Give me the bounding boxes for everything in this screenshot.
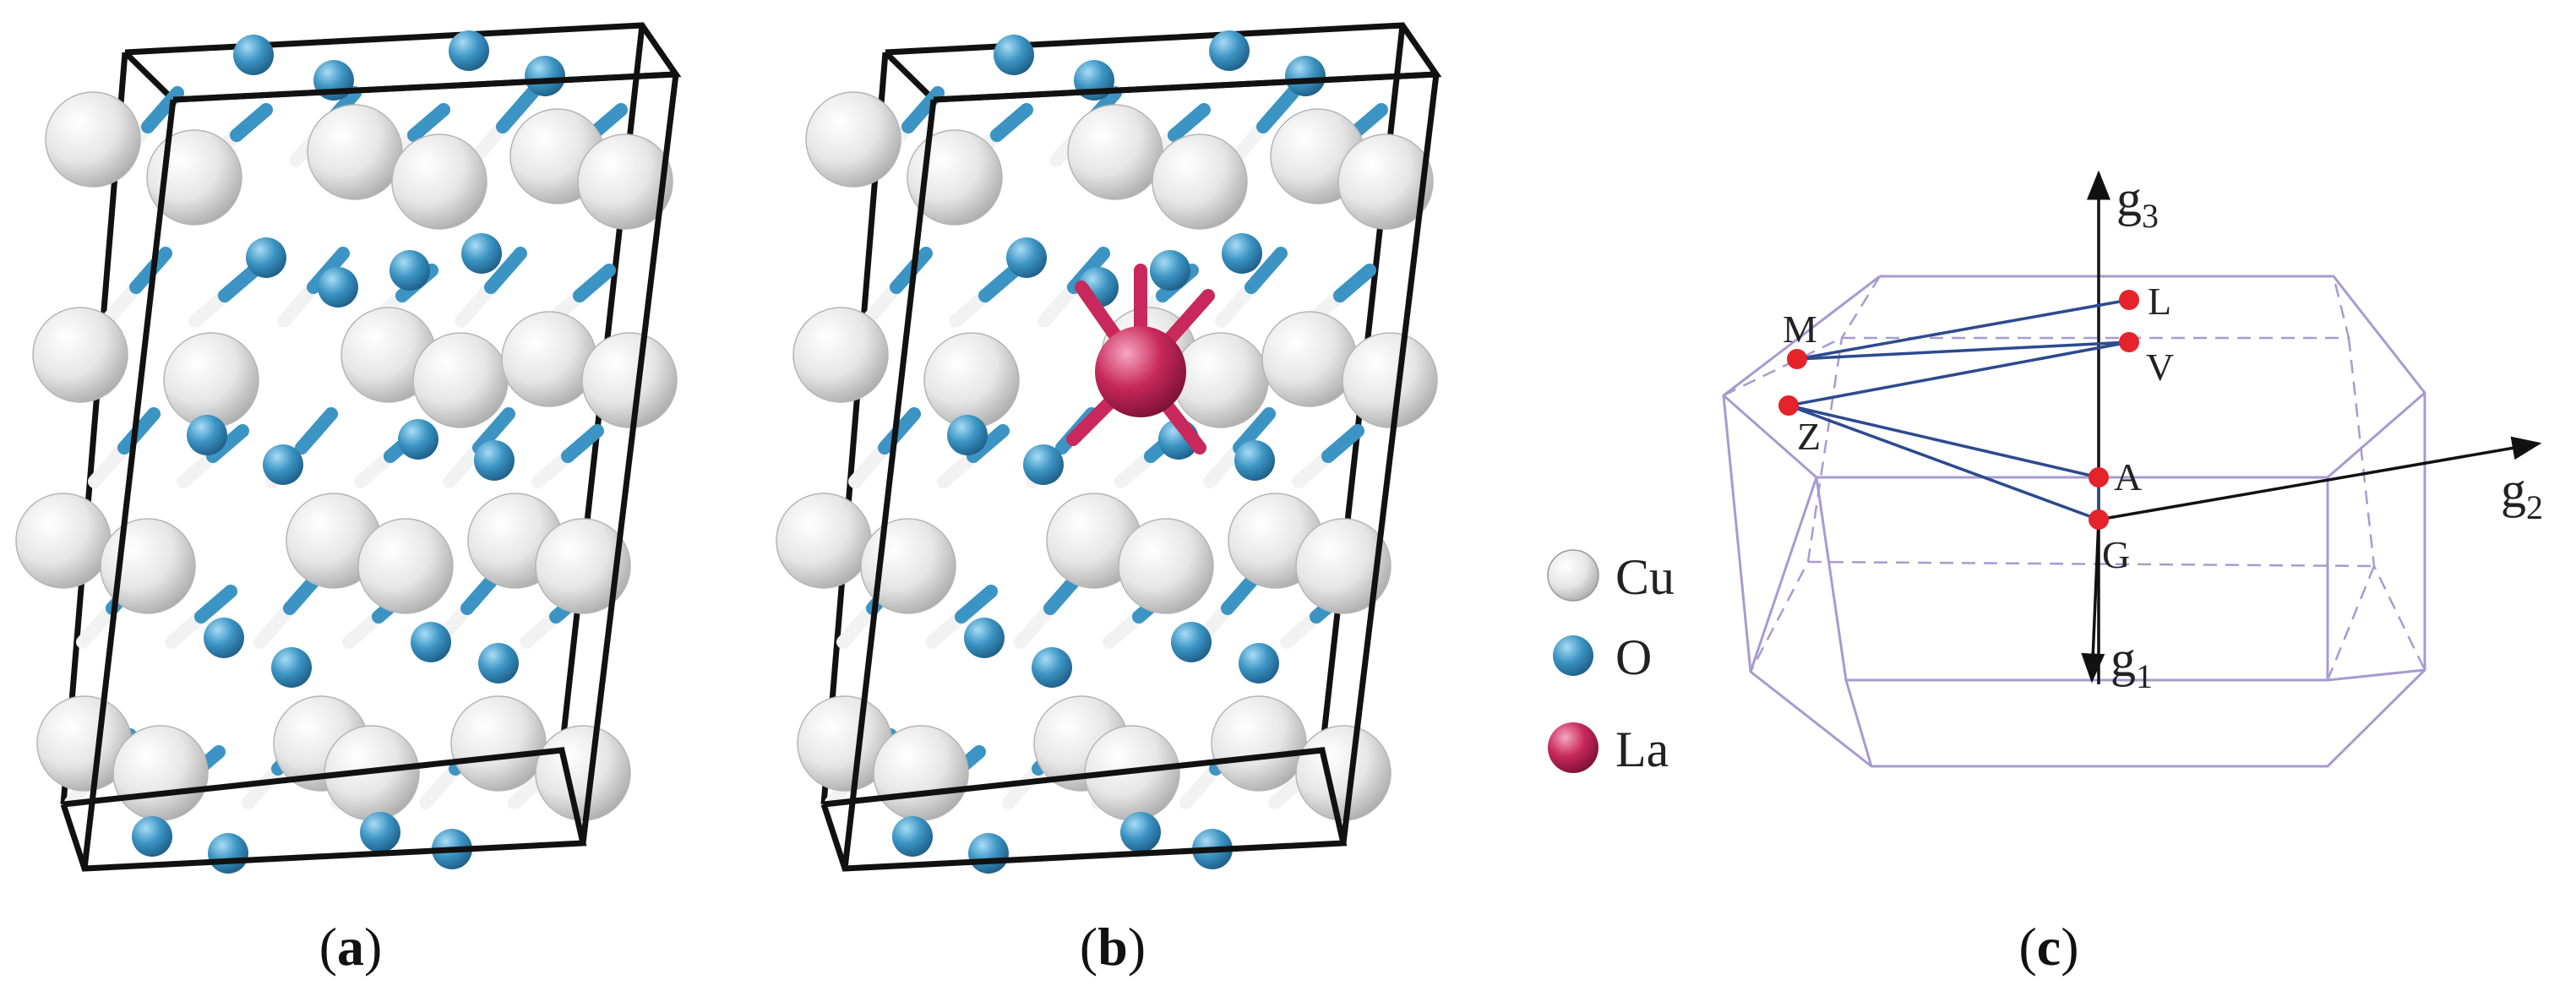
axis-label-g1: g1 [2110, 631, 2153, 695]
legend-label-la: La [1615, 722, 1669, 777]
kpoint-label-v: V [2146, 346, 2174, 389]
brillouin-zone: L V M Z A G g3 g1 g2 [1722, 170, 2543, 768]
bz-hidden-edges [1723, 275, 2426, 681]
legend-label-cu: Cu [1615, 549, 1675, 605]
kpoint-m [1787, 349, 1807, 369]
legend-swatch-o [1553, 635, 1593, 676]
kpoint-z [1778, 395, 1799, 416]
panel-label-c: (c) [2018, 917, 2078, 977]
kpoint-label-l: L [2148, 280, 2171, 323]
la-atom-site [1066, 264, 1215, 455]
bz-solid-edges [1722, 275, 2426, 768]
axis-label-g2: g2 [2501, 462, 2543, 526]
kpoint-label-a: A [2114, 455, 2142, 498]
legend-swatch-cu [1547, 549, 1599, 602]
kpoint-a [2089, 467, 2109, 487]
kpoint-label-m: M [1783, 308, 1817, 351]
kpath [1788, 298, 2130, 522]
kpoint-label-z: Z [1797, 415, 1821, 458]
kpoint-g [2089, 509, 2109, 530]
legend-swatch-la [1548, 722, 1598, 773]
crystal-structure-a [15, 22, 682, 874]
crystal-structure-b [776, 22, 1442, 874]
legend: Cu O La [1547, 549, 1675, 777]
panel-label-b: (b) [1080, 917, 1146, 977]
g1-axis [2081, 519, 2105, 683]
unit-cell-front-edges [820, 71, 1440, 872]
kpoint-l [2119, 290, 2139, 310]
kpoint-v [2119, 332, 2139, 352]
g2-axis [2098, 436, 2542, 521]
kpoint-label-g: G [2102, 533, 2130, 576]
unit-cell-front-edges [60, 71, 679, 872]
panel-label-a: (a) [319, 917, 383, 977]
legend-label-o: O [1615, 629, 1652, 685]
axis-label-g3: g3 [2116, 171, 2159, 235]
